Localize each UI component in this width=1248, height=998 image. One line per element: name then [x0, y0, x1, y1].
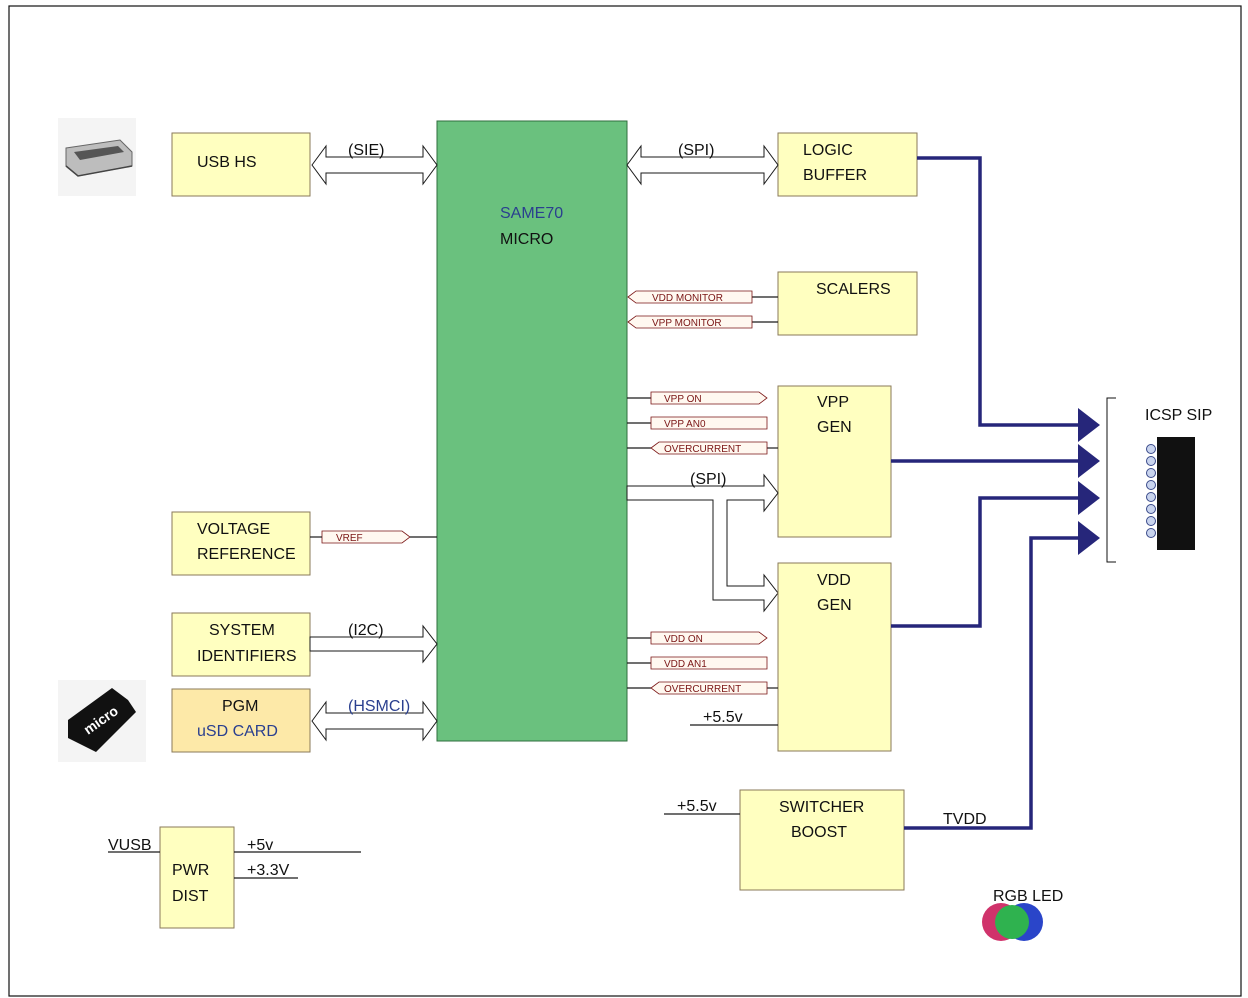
icsp-label: ICSP SIP — [1145, 407, 1212, 424]
vpp-an0-label: VPP AN0 — [664, 419, 706, 430]
sie-bus-label: (SIE) — [348, 142, 384, 159]
hsmci-bus-arrow — [311, 700, 438, 742]
spi-top-bus-label: (SPI) — [678, 142, 714, 159]
vref-label: VREF — [336, 533, 363, 544]
logic-buffer-block — [777, 132, 918, 197]
usb-hs-block — [171, 132, 311, 197]
switcher-boost-block — [739, 789, 905, 891]
vpp-gen-label-2: GEN — [817, 419, 852, 436]
pwr-dist-block — [159, 826, 235, 929]
switcher-boost-label-2: BOOST — [791, 824, 847, 841]
vdd-on-label: VDD ON — [664, 634, 703, 645]
rgb-led-label: RGB LED — [993, 888, 1063, 905]
voltage-reference-block — [171, 511, 311, 576]
vusb-label: VUSB — [108, 837, 152, 854]
voltage-reference-label-1: VOLTAGE — [197, 521, 270, 538]
vdd-monitor-label: VDD MONITOR — [652, 293, 723, 304]
overcurrent-vpp-tag — [650, 441, 768, 455]
system-identifiers-label-1: SYSTEM — [209, 622, 275, 639]
vpp-monitor-label: VPP MONITOR — [652, 318, 722, 329]
voltage-reference-label-2: REFERENCE — [197, 546, 296, 563]
i2c-bus-label: (I2C) — [348, 622, 384, 639]
spi-mid-bus-arrow — [626, 473, 779, 613]
sie-bus-arrow — [311, 144, 438, 186]
tvdd-label: TVDD — [943, 811, 987, 828]
overcurrent-vdd-label: OVERCURRENT — [664, 684, 741, 695]
pgm-label-2: uSD CARD — [197, 723, 278, 740]
vpp-on-tag — [650, 391, 768, 405]
vdd-gen-label-1: VDD — [817, 572, 851, 589]
page-frame — [8, 5, 1242, 997]
v55-switcher-label: +5.5v — [677, 798, 717, 815]
logic-buffer-label-1: LOGIC — [803, 142, 853, 159]
i2c-bus-arrow — [309, 624, 438, 664]
vpp-an0-tag — [650, 416, 768, 430]
vdd-gen-to-icsp-line — [891, 496, 1082, 628]
mcu-block — [436, 120, 628, 742]
pgm-label-1: PGM — [222, 698, 258, 715]
overcurrent-vpp-label: OVERCURRENT — [664, 444, 741, 455]
scalers-label: SCALERS — [816, 281, 891, 298]
vpp-gen-label-1: VPP — [817, 394, 849, 411]
vdd-an1-tag — [650, 656, 768, 670]
usb-hs-label: USB HS — [197, 154, 257, 171]
icsp-header-icon — [1146, 437, 1195, 550]
icsp-arrowhead-4 — [1078, 521, 1100, 555]
rgb-led-icon — [982, 903, 1043, 941]
vdd-gen-label-2: GEN — [817, 597, 852, 614]
overcurrent-vdd-tag — [650, 681, 768, 695]
hsmci-bus-label: (HSMCI) — [348, 698, 410, 715]
v55-vdd-label: +5.5v — [703, 709, 743, 726]
icsp-arrowhead-2 — [1078, 444, 1100, 478]
spi-top-bus-arrow — [626, 144, 779, 186]
vpp-gen-block — [777, 385, 892, 538]
v33-label: +3.3V — [247, 862, 290, 879]
icsp-bracket — [1106, 397, 1116, 563]
v5-label: +5v — [247, 837, 273, 854]
icsp-arrowhead-3 — [1078, 481, 1100, 515]
vdd-on-tag — [650, 631, 768, 645]
vpp-monitor-tag — [627, 315, 753, 329]
mcu-type: MICRO — [500, 231, 553, 248]
vpp-on-label: VPP ON — [664, 394, 702, 405]
vdd-an1-label: VDD AN1 — [664, 659, 707, 670]
vref-tag — [321, 530, 411, 544]
vdd-gen-block — [777, 562, 892, 752]
system-identifiers-block — [171, 612, 311, 677]
tvdd-to-icsp-line — [904, 536, 1082, 830]
system-identifiers-label-2: IDENTIFIERS — [197, 648, 297, 665]
icsp-arrowhead-1 — [1078, 408, 1100, 442]
mcu-name: SAME70 — [500, 205, 563, 222]
pgm-usd-card-block — [171, 688, 311, 753]
switcher-boost-label-1: SWITCHER — [779, 799, 864, 816]
microsd-card-icon: micro — [58, 680, 146, 762]
vdd-monitor-tag — [627, 290, 753, 304]
pwr-dist-label-1: PWR — [172, 862, 209, 879]
spi-mid-bus-label: (SPI) — [690, 471, 726, 488]
logic-buffer-to-icsp-line — [917, 156, 1082, 427]
pwr-dist-label-2: DIST — [172, 888, 209, 905]
scalers-block — [777, 271, 918, 336]
usb-connector-icon — [58, 118, 136, 196]
logic-buffer-label-2: BUFFER — [803, 167, 867, 184]
